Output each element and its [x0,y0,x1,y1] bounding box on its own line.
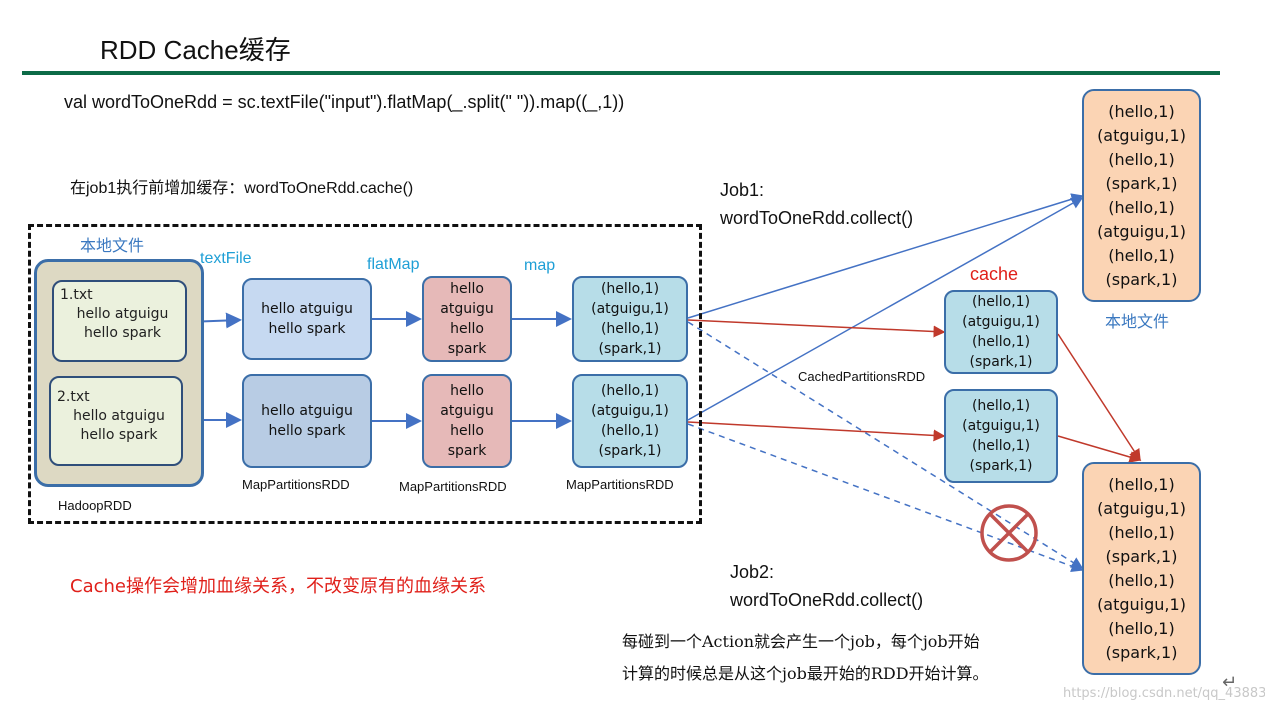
page-title: RDD Cache缓存 [100,35,291,65]
output-line: (spark,1) [1105,269,1178,289]
arrow-cached2-output [1057,435,1142,463]
partition-line: hello [450,423,484,439]
partition-line: (atguigu,1) [962,418,1040,434]
output-line: (hello,1) [1108,618,1175,638]
partition-line: atguigu [440,301,494,317]
output-line: (hello,1) [1108,245,1175,265]
output-line: (hello,1) [1108,474,1175,494]
partition-line: (spark,1) [969,354,1033,370]
partition-line: (atguigu,1) [591,403,669,419]
output-local-file-1: (hello,1) (atguigu,1) (hello,1) (spark,1… [1082,89,1201,302]
cache-label: cache [970,264,1019,284]
job2-text: Job2: wordToOneRdd.collect() [730,558,923,614]
partition-line: (spark,1) [969,458,1033,474]
file-name: 1.txt [60,287,93,303]
partition-line: (hello,1) [600,321,660,337]
job1-code: wordToOneRdd.collect() [720,208,914,228]
partition-line: (spark,1) [598,341,662,357]
output-line: (hello,1) [1108,149,1175,169]
partition-line: (hello,1) [971,294,1031,310]
file-line: hello atguigu [76,306,169,322]
job1-title: Job1: [720,180,765,200]
partition-line: hello [450,321,484,337]
return-icon: ↵ [1222,672,1238,693]
partition-line: spark [447,443,487,459]
job2-title: Job2: [730,562,775,582]
output-line: (hello,1) [1108,522,1175,542]
arrow-cache-2 [687,421,946,442]
partition-line: hello spark [268,423,346,439]
arrow-job1-map1 [687,193,1084,319]
partition-line: (hello,1) [971,334,1031,350]
file-line: hello spark [80,427,158,443]
cached-partition-1: (hello,1) (atguigu,1) (hello,1) (spark,1… [944,290,1058,374]
title-underline [22,71,1220,75]
file-box-2: 2.txt hello atguigu hello spark [49,376,183,466]
textfile-partition-1: hello atguigu hello spark [242,278,372,360]
bottom-note: 每碰到一个Action就会产生一个job，每个job开始 计算的时候总是从这个j… [622,626,989,690]
partition-line: hello atguigu [261,403,353,419]
partition-line: (hello,1) [600,281,660,297]
arrow-job1-map2 [687,197,1084,421]
partition-line: hello [450,281,484,297]
partition-line: spark [447,341,487,357]
file-name: 2.txt [57,389,90,405]
job2-code: wordToOneRdd.collect() [730,590,924,610]
job1-text: Job1: wordToOneRdd.collect() [720,176,913,232]
partition-line: (atguigu,1) [591,301,669,317]
bottom-note-line: 每碰到一个Action就会产生一个job，每个job开始 [622,632,980,651]
lineage-dashed-box [28,224,702,524]
hadoop-rdd-label: HadoopRDD [58,498,132,513]
code-line: val wordToOneRdd = sc.textFile("input").… [64,92,625,112]
arrow-cache-1 [687,319,946,338]
map-partitions-rdd-label-1: MapPartitionsRDD [242,477,350,492]
map-partition-1: (hello,1) (atguigu,1) (hello,1) (spark,1… [572,276,688,362]
partition-line: atguigu [440,403,494,419]
partition-line: (hello,1) [600,423,660,439]
partition-line: hello spark [268,321,346,337]
lineage-note: Cache操作会增加血缘关系，不改变原有的血缘关系 [70,576,486,597]
partition-line: (hello,1) [600,383,660,399]
map-partition-2: (hello,1) (atguigu,1) (hello,1) (spark,1… [572,374,688,468]
watermark: https://blog.csdn.net/qq_43883124 [1063,686,1265,701]
file-line: hello spark [84,325,161,341]
file-line: hello atguigu [73,408,165,424]
partition-line: (hello,1) [971,398,1031,414]
output-line: (spark,1) [1105,642,1178,662]
arrow-cached1-output [1057,333,1141,462]
output-line: (hello,1) [1108,101,1175,121]
map-partitions-rdd-label-2: MapPartitionsRDD [399,479,507,494]
bottom-note-line: 计算的时候总是从这个job最开始的RDD开始计算。 [622,664,989,683]
flatmap-label: flatMap [367,256,420,273]
partition-line: (hello,1) [971,438,1031,454]
partition-line: hello [450,383,484,399]
file-box-1: 1.txt hello atguigu hello spark [52,280,187,362]
cached-partition-2: (hello,1) (atguigu,1) (hello,1) (spark,1… [944,389,1058,483]
flatmap-partition-1: hello atguigu hello spark [422,276,512,362]
cache-note: 在job1执行前增加缓存：wordToOneRdd.cache() [70,180,414,197]
local-file-label-right: 本地文件 [1105,312,1170,331]
output-line: (atguigu,1) [1097,594,1186,614]
output-line: (atguigu,1) [1097,498,1186,518]
flatmap-partition-2: hello atguigu hello spark [422,374,512,468]
local-file-label: 本地文件 [80,236,145,255]
output-local-file-2: (hello,1) (atguigu,1) (hello,1) (spark,1… [1082,462,1201,675]
output-line: (spark,1) [1105,173,1178,193]
output-line: (hello,1) [1108,570,1175,590]
partition-line: hello atguigu [261,301,353,317]
dashed-job2-map2 [687,423,1084,572]
textfile-partition-2: hello atguigu hello spark [242,374,372,468]
textfile-label: textFile [200,250,252,267]
partition-line: (spark,1) [598,443,662,459]
partition-line: (atguigu,1) [962,314,1040,330]
cached-partitions-rdd-label: CachedPartitionsRDD [798,369,926,384]
output-line: (atguigu,1) [1097,125,1186,145]
map-partitions-rdd-label-3: MapPartitionsRDD [566,477,674,492]
map-label: map [524,257,556,274]
forbidden-icon [980,504,1038,562]
output-line: (hello,1) [1108,197,1175,217]
output-line: (atguigu,1) [1097,221,1186,241]
output-line: (spark,1) [1105,546,1178,566]
